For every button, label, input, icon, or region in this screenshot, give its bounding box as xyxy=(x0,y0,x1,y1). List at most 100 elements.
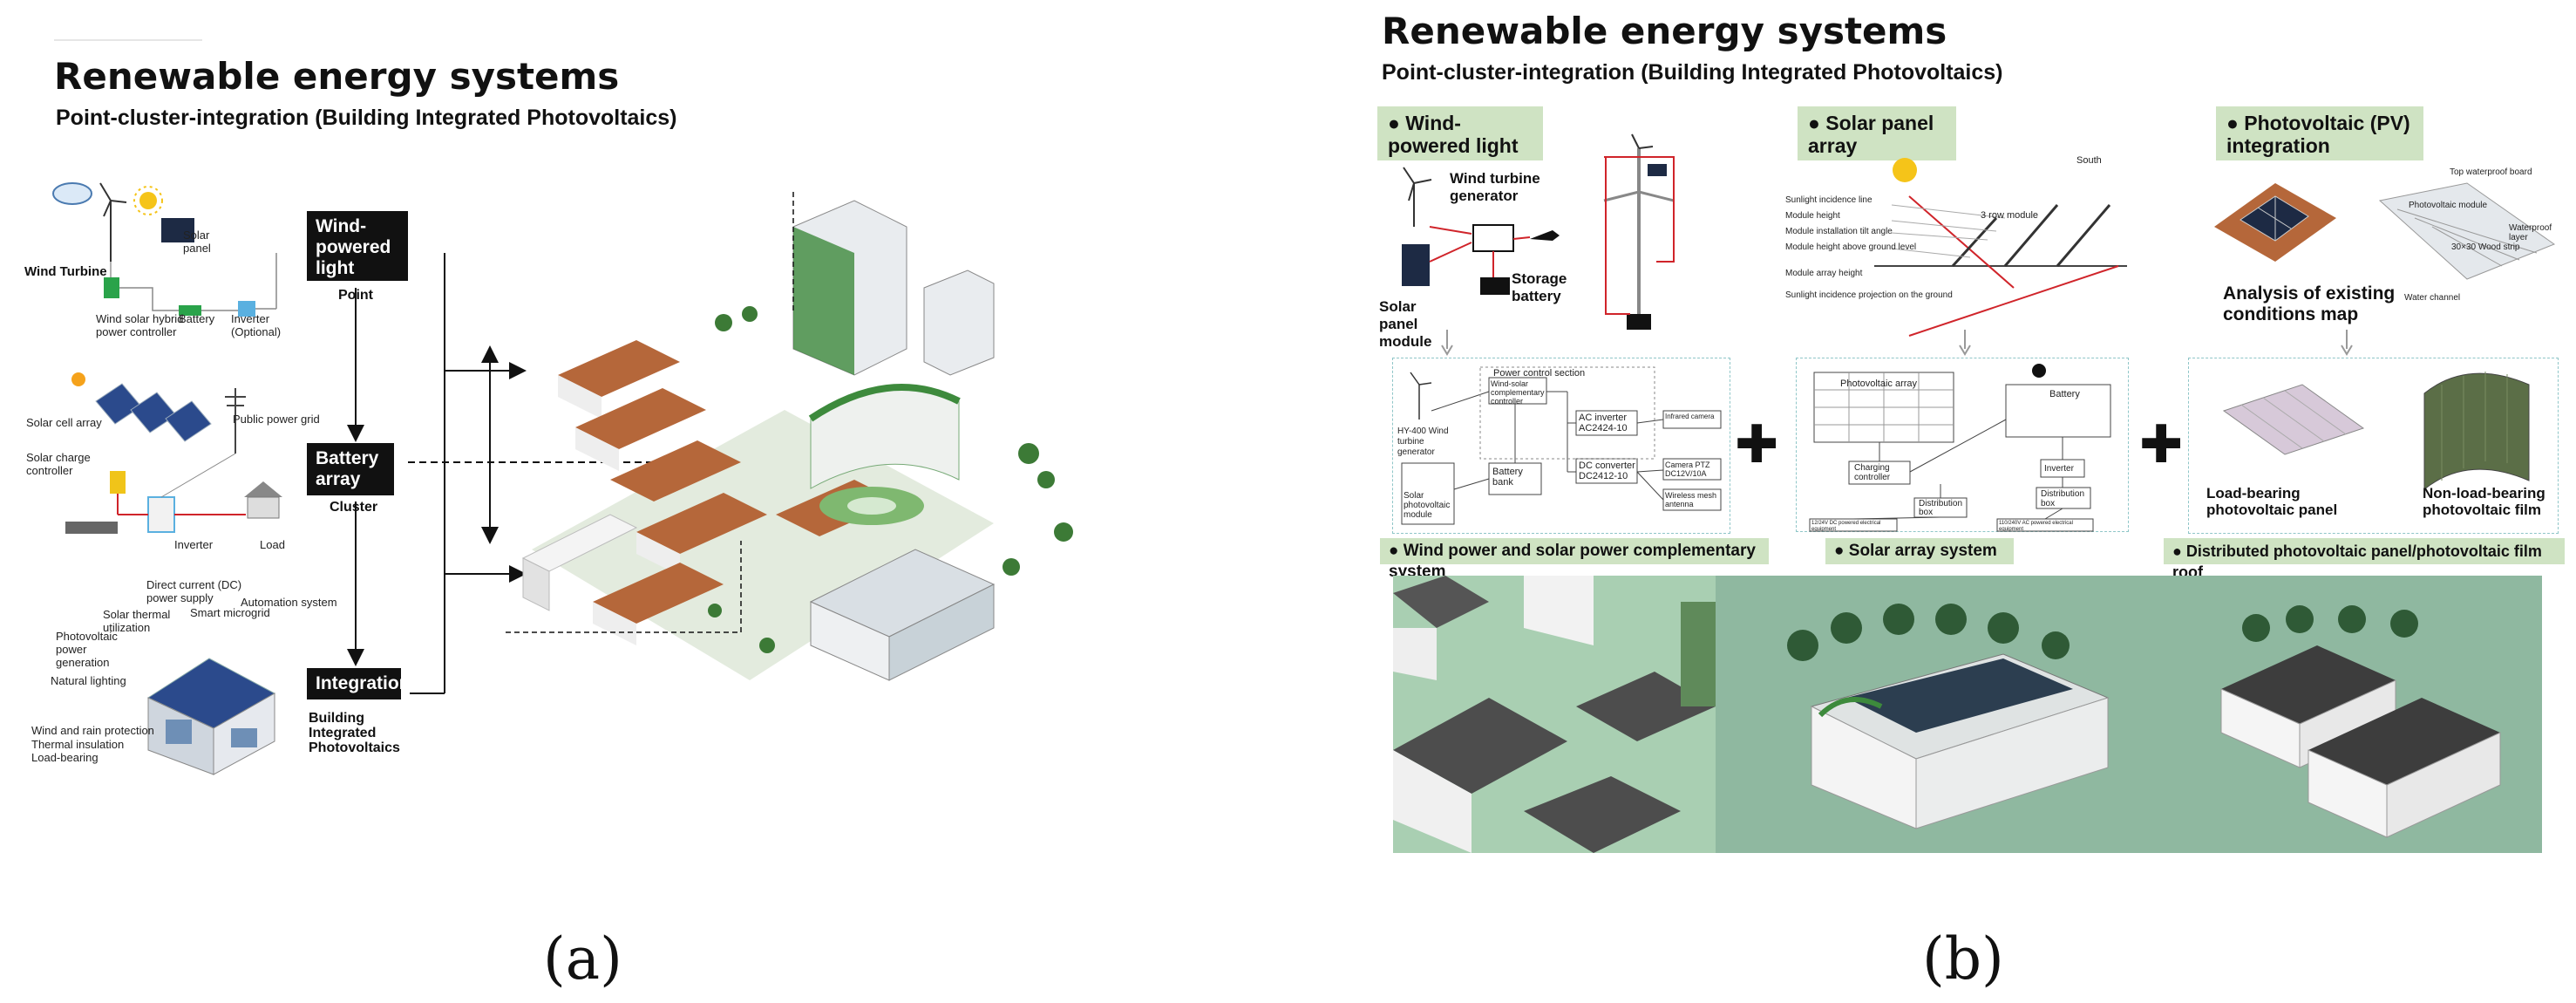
top-board-label: Top waterproof board xyxy=(2450,167,2532,177)
waterproof-label: Waterproof layer xyxy=(2509,223,2552,242)
dc-supply-label: Direct current (DC) power supply xyxy=(146,578,242,604)
wind-rain-label: Wind and rain protection xyxy=(31,724,154,737)
smart-microgrid-label: Smart microgrid xyxy=(190,606,270,619)
col1-head: ● Wind-powered light xyxy=(1377,106,1543,160)
wood-strip-label: 30×30 Wood strip xyxy=(2451,242,2520,252)
wind-turbine-icon xyxy=(99,182,127,262)
render-3 xyxy=(2204,576,2542,853)
pv-array-label: Photovoltaic array xyxy=(1840,379,1918,389)
battery-array-box: Battery array xyxy=(307,443,394,495)
col2-wiring xyxy=(1809,364,2111,532)
courtyard xyxy=(819,487,924,525)
height-ground-label: Module height above ground level xyxy=(1785,242,1917,252)
col2-head: ● Solar panel array xyxy=(1798,106,1956,160)
module-height-label: Module height xyxy=(1785,211,1840,221)
charge-controller-icon xyxy=(110,471,126,494)
curved-green-building xyxy=(808,384,961,489)
solar-module-label: Solar panel module xyxy=(1379,298,1432,350)
integration-box: Integration xyxy=(307,668,411,699)
sunlight-line-label: Sunlight incidence line xyxy=(1785,195,1873,205)
inverter-icon xyxy=(147,496,175,533)
charging-label: Charging controller xyxy=(1854,463,1891,482)
panel-a-subtitle: Point-cluster-integration (Building Inte… xyxy=(56,106,677,130)
battery-label: Battery xyxy=(2049,389,2080,399)
dc-equipment-label: 12/24V DC powered electrical equipment xyxy=(1811,521,1881,532)
top-rule xyxy=(54,39,202,41)
cluster-label: Cluster xyxy=(330,500,378,515)
wireless-label: Wireless mesh antenna xyxy=(1665,491,1717,508)
dc-converter-label: DC converter DC2412-10 xyxy=(1579,461,1635,481)
tilt-label: Module installation tilt angle xyxy=(1785,227,1893,236)
col1-bar: ● Wind power and solar power complementa… xyxy=(1380,538,1769,581)
wind-turbine-icon xyxy=(1403,167,1432,227)
caption-a: (a) xyxy=(543,925,622,993)
controller-label: Wind solar hybrid power controller xyxy=(96,312,184,338)
bipv-house-diagram xyxy=(146,658,276,775)
complementary-label: Wind-solar complementary controller xyxy=(1491,379,1545,406)
caption-b: (b) xyxy=(1922,925,2004,993)
grid-system-diagram xyxy=(65,372,282,534)
tower-building xyxy=(792,200,995,376)
ac-inverter-label: AC inverter AC2424-10 xyxy=(1579,413,1628,433)
col3-schematic: Load-bearing photovoltaic panel Non-load… xyxy=(2188,358,2559,534)
solar-panel-icon xyxy=(161,218,194,242)
inverter-icon xyxy=(238,301,255,317)
public-power-grid-label: Public power grid xyxy=(233,413,320,426)
array-height-label: Module array height xyxy=(1785,269,1863,278)
solar-module-icon xyxy=(1402,244,1430,286)
col2-bar-text: Solar array system xyxy=(1848,542,1997,560)
controller-icon xyxy=(1472,224,1514,252)
row-module-label: 3 row module xyxy=(1981,210,2039,221)
dist-box2-label: Distribution box xyxy=(2041,489,2085,508)
load-label: Load xyxy=(260,538,285,551)
wind-turbine-label: Wind Turbine xyxy=(24,264,107,279)
col2-bar: ● Solar array system xyxy=(1825,538,2014,564)
callout-lines xyxy=(506,192,794,633)
battery-label: Battery xyxy=(179,312,215,325)
bipv-label: Building Integrated Photovoltaics xyxy=(309,711,400,755)
south-label: South xyxy=(2076,155,2102,166)
load-bearing-label: Load-bearing xyxy=(31,751,99,764)
flow-connectors xyxy=(347,253,689,694)
col1-head-text: Wind-powered light xyxy=(1388,112,1519,157)
wind-light-diagram xyxy=(1402,133,1675,330)
solar-cell-array-icon xyxy=(95,383,212,442)
solar-thermal-label: Solar thermal utilization xyxy=(103,608,171,634)
storage-label: Storage battery xyxy=(1512,270,1567,304)
sun-icon xyxy=(1893,158,1917,182)
plus-icon-2: ✚ xyxy=(2139,415,2184,474)
plus-icon-1: ✚ xyxy=(1735,415,1779,474)
solar-array-geometry xyxy=(1874,158,2127,337)
panel-b-subtitle: Point-cluster-integration (Building Inte… xyxy=(1382,60,2003,85)
inverter-label: Inverter xyxy=(174,538,214,551)
trees xyxy=(708,306,1073,653)
storage-battery-icon xyxy=(1480,277,1510,295)
render-1 xyxy=(1393,576,1716,853)
projection-label: Sunlight incidence projection on the gro… xyxy=(1785,290,1953,300)
analysis-label: Analysis of existing conditions map xyxy=(2223,283,2396,324)
col3-bar: ● Distributed photovoltaic panel/photovo… xyxy=(2164,538,2565,581)
renders-strip xyxy=(1393,576,2542,853)
sun-icon xyxy=(2032,364,2046,378)
hy400-label: HY-400 Wind turbine generator xyxy=(1397,426,1449,457)
turbine-gen-label: Wind turbine generator xyxy=(1450,170,1540,204)
battery-icon xyxy=(179,305,201,316)
house-load-icon xyxy=(244,481,282,519)
wind-powered-light-box: Wind-powered light xyxy=(307,211,408,281)
cloud-icon xyxy=(52,182,92,205)
col2-schematic: Photovoltaic array Battery Charging cont… xyxy=(1796,358,2129,532)
down-arrow-icon xyxy=(2341,330,2353,356)
down-arrow-icon xyxy=(1959,330,1971,356)
col2-head-text: Solar panel array xyxy=(1808,112,1934,157)
camera-ptz-label: Camera PTZ DC12V/10A xyxy=(1665,461,1710,478)
battery-bank-label: Battery bank xyxy=(1492,467,1523,488)
campus-render xyxy=(506,192,1073,681)
col3-head: ● Photovoltaic (PV) integration xyxy=(2216,106,2423,160)
solar-pv-module-label: Solar photovoltaic module xyxy=(1404,491,1451,520)
dist-box1-label: Distribution box xyxy=(1919,499,1963,517)
col1-wiring xyxy=(1401,366,1722,525)
controller-icon xyxy=(104,277,119,298)
solar-cell-array-label: Solar cell array xyxy=(26,416,102,429)
panel-a-title: Renewable energy systems xyxy=(54,55,620,98)
pv-roof-diagram xyxy=(2214,182,2556,280)
